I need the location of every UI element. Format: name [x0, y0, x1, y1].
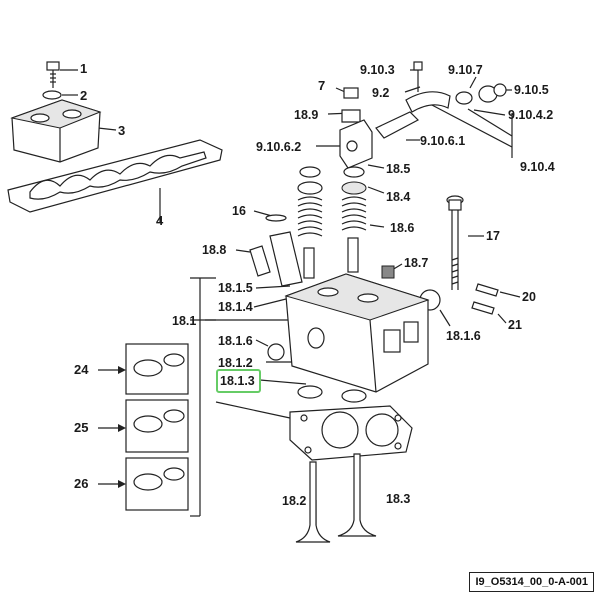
callout-18-1-3[interactable]: 18.1.3 — [220, 374, 255, 388]
callout-26[interactable]: 26 — [74, 476, 89, 491]
callout-18-7[interactable]: 18.7 — [404, 256, 429, 270]
callout-18-2[interactable]: 18.2 — [282, 494, 307, 508]
valve-parts[interactable] — [295, 453, 377, 543]
gasket-part[interactable] — [7, 139, 223, 213]
callout-18-6[interactable]: 18.6 — [390, 221, 415, 235]
callout-9-10-6-2[interactable]: 9.10.6.2 — [256, 140, 302, 154]
callout-24[interactable]: 24 — [74, 362, 89, 377]
callout-9-10-4[interactable]: 9.10.4 — [520, 160, 555, 174]
callout-3[interactable]: 3 — [118, 123, 126, 138]
washer-part[interactable] — [42, 90, 62, 100]
callout-18-9[interactable]: 18.9 — [294, 108, 319, 122]
callout-7[interactable]: 7 — [318, 78, 326, 93]
bolt-part[interactable] — [46, 61, 60, 88]
callout-21[interactable]: 21 — [508, 318, 522, 332]
head-bolt-part[interactable] — [446, 195, 464, 290]
gasket-option-panels[interactable] — [125, 343, 189, 511]
callout-9-10-6-1[interactable]: 9.10.6.1 — [420, 134, 466, 148]
diagram-reference-code: I9_O5314_00_0-A-001 — [469, 572, 594, 592]
injector-sleeve-part[interactable] — [249, 231, 303, 287]
callout-9-2[interactable]: 9.2 — [372, 86, 390, 100]
callout-18-5[interactable]: 18.5 — [386, 162, 411, 176]
callout-18-8[interactable]: 18.8 — [202, 243, 227, 257]
stud-parts[interactable] — [471, 283, 499, 315]
callout-16[interactable]: 16 — [232, 204, 246, 218]
callout-9-10-5[interactable]: 9.10.5 — [514, 83, 549, 97]
o-ring-part[interactable] — [265, 214, 287, 222]
callout-18-1-6-right[interactable]: 18.1.6 — [446, 329, 481, 343]
callout-9-10-7[interactable]: 9.10.7 — [448, 63, 483, 77]
callout-9-10-3[interactable]: 9.10.3 — [360, 63, 395, 77]
option-arrows — [98, 366, 126, 488]
callout-4[interactable]: 4 — [156, 213, 164, 228]
rocker-assembly[interactable] — [339, 61, 507, 169]
callout-18-1-2[interactable]: 18.1.2 — [218, 356, 253, 370]
callout-18-4[interactable]: 18.4 — [386, 190, 411, 204]
callout-18-1-4[interactable]: 18.1.4 — [218, 300, 253, 314]
callout-18-1[interactable]: 18.1 — [172, 314, 197, 328]
valve-seat-parts[interactable] — [297, 385, 367, 403]
valve-seal-part[interactable] — [381, 265, 395, 279]
valve-spring-parts[interactable] — [297, 166, 367, 279]
callout-25[interactable]: 25 — [74, 420, 89, 435]
callout-17[interactable]: 17 — [486, 229, 500, 243]
group-bracket — [190, 277, 216, 517]
callout-18-1-5[interactable]: 18.1.5 — [218, 281, 253, 295]
callout-1[interactable]: 1 — [80, 61, 88, 76]
callout-18-1-6-left[interactable]: 18.1.6 — [218, 334, 253, 348]
callout-18-3[interactable]: 18.3 — [386, 492, 411, 506]
callout-2[interactable]: 2 — [80, 88, 88, 103]
valve-cover-part[interactable] — [10, 99, 102, 163]
callout-9-10-4-2[interactable]: 9.10.4.2 — [508, 108, 554, 122]
cylinder-head-part[interactable] — [284, 273, 430, 393]
callout-20[interactable]: 20 — [522, 290, 536, 304]
plug-part-2[interactable] — [267, 343, 285, 361]
head-gasket-part[interactable] — [289, 405, 413, 461]
